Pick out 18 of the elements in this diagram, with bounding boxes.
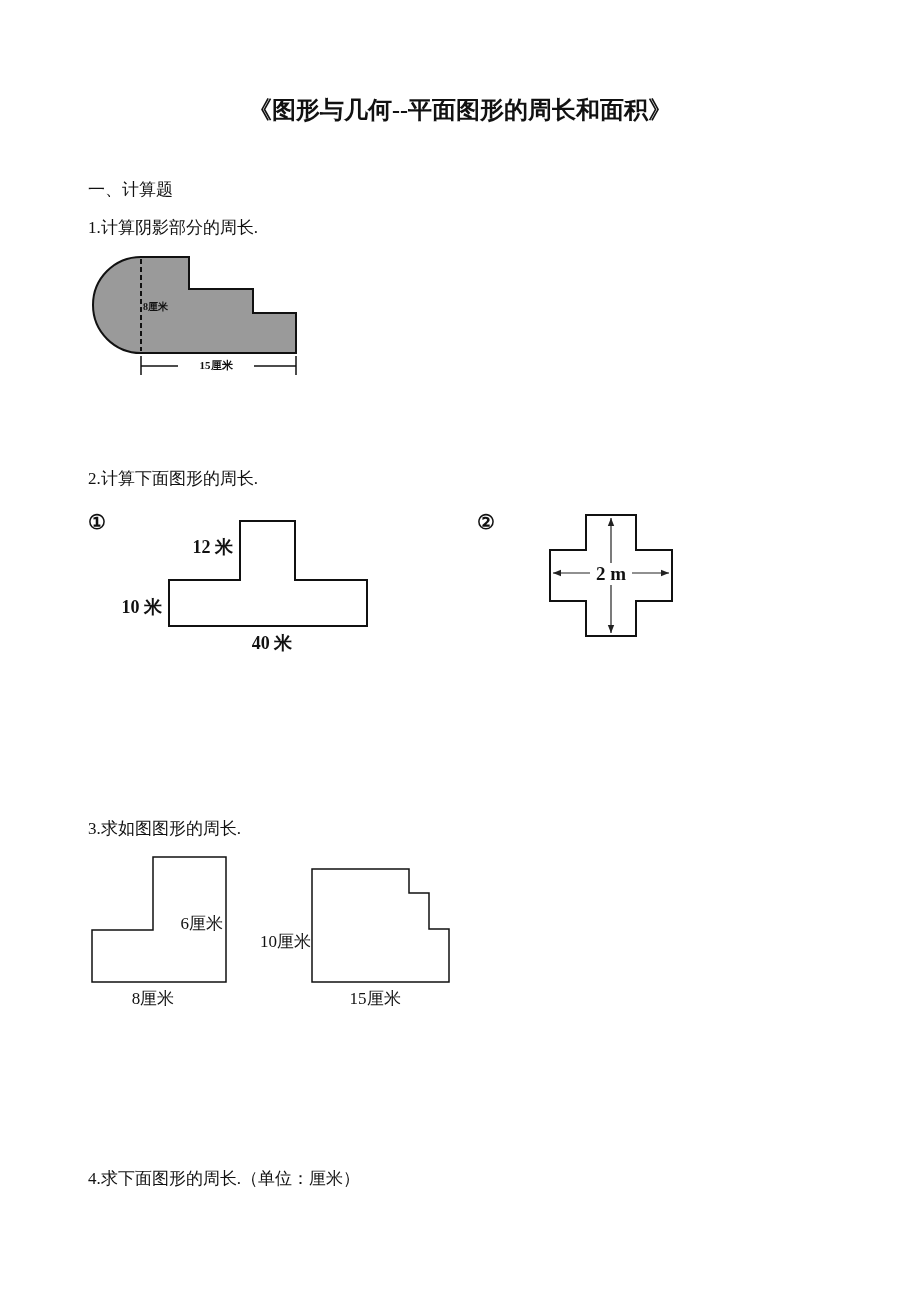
dimension-label: 10厘米 bbox=[260, 933, 311, 950]
dimension-label: 12 米 bbox=[192, 538, 233, 556]
question-text: 2.计算下面图形的周长. bbox=[88, 470, 258, 487]
dimension-label: 40 米 bbox=[251, 634, 293, 652]
dimension-label: 15厘米 bbox=[199, 360, 233, 371]
figure-number: ① bbox=[88, 512, 106, 532]
dimension-label: 15厘米 bbox=[349, 990, 401, 1007]
question-text: 4.求下面图形的周长.（单位：厘米） bbox=[88, 1170, 360, 1187]
question-text: 1.计算阴影部分的周长. bbox=[88, 219, 258, 236]
dimension-label: 8厘米 bbox=[143, 302, 168, 312]
figure-number: ② bbox=[477, 512, 495, 532]
dimension-label: 8厘米 bbox=[131, 990, 175, 1007]
question-text: 3.求如图图形的周长. bbox=[88, 820, 241, 837]
dimension-label: 10 米 bbox=[121, 598, 162, 616]
section-heading: 一、计算题 bbox=[88, 181, 173, 198]
dimension-label: 2 m bbox=[595, 564, 627, 583]
dimension-label: 6厘米 bbox=[180, 915, 223, 932]
title: 《图形与几何--平面图形的周长和面积》 bbox=[248, 98, 672, 122]
